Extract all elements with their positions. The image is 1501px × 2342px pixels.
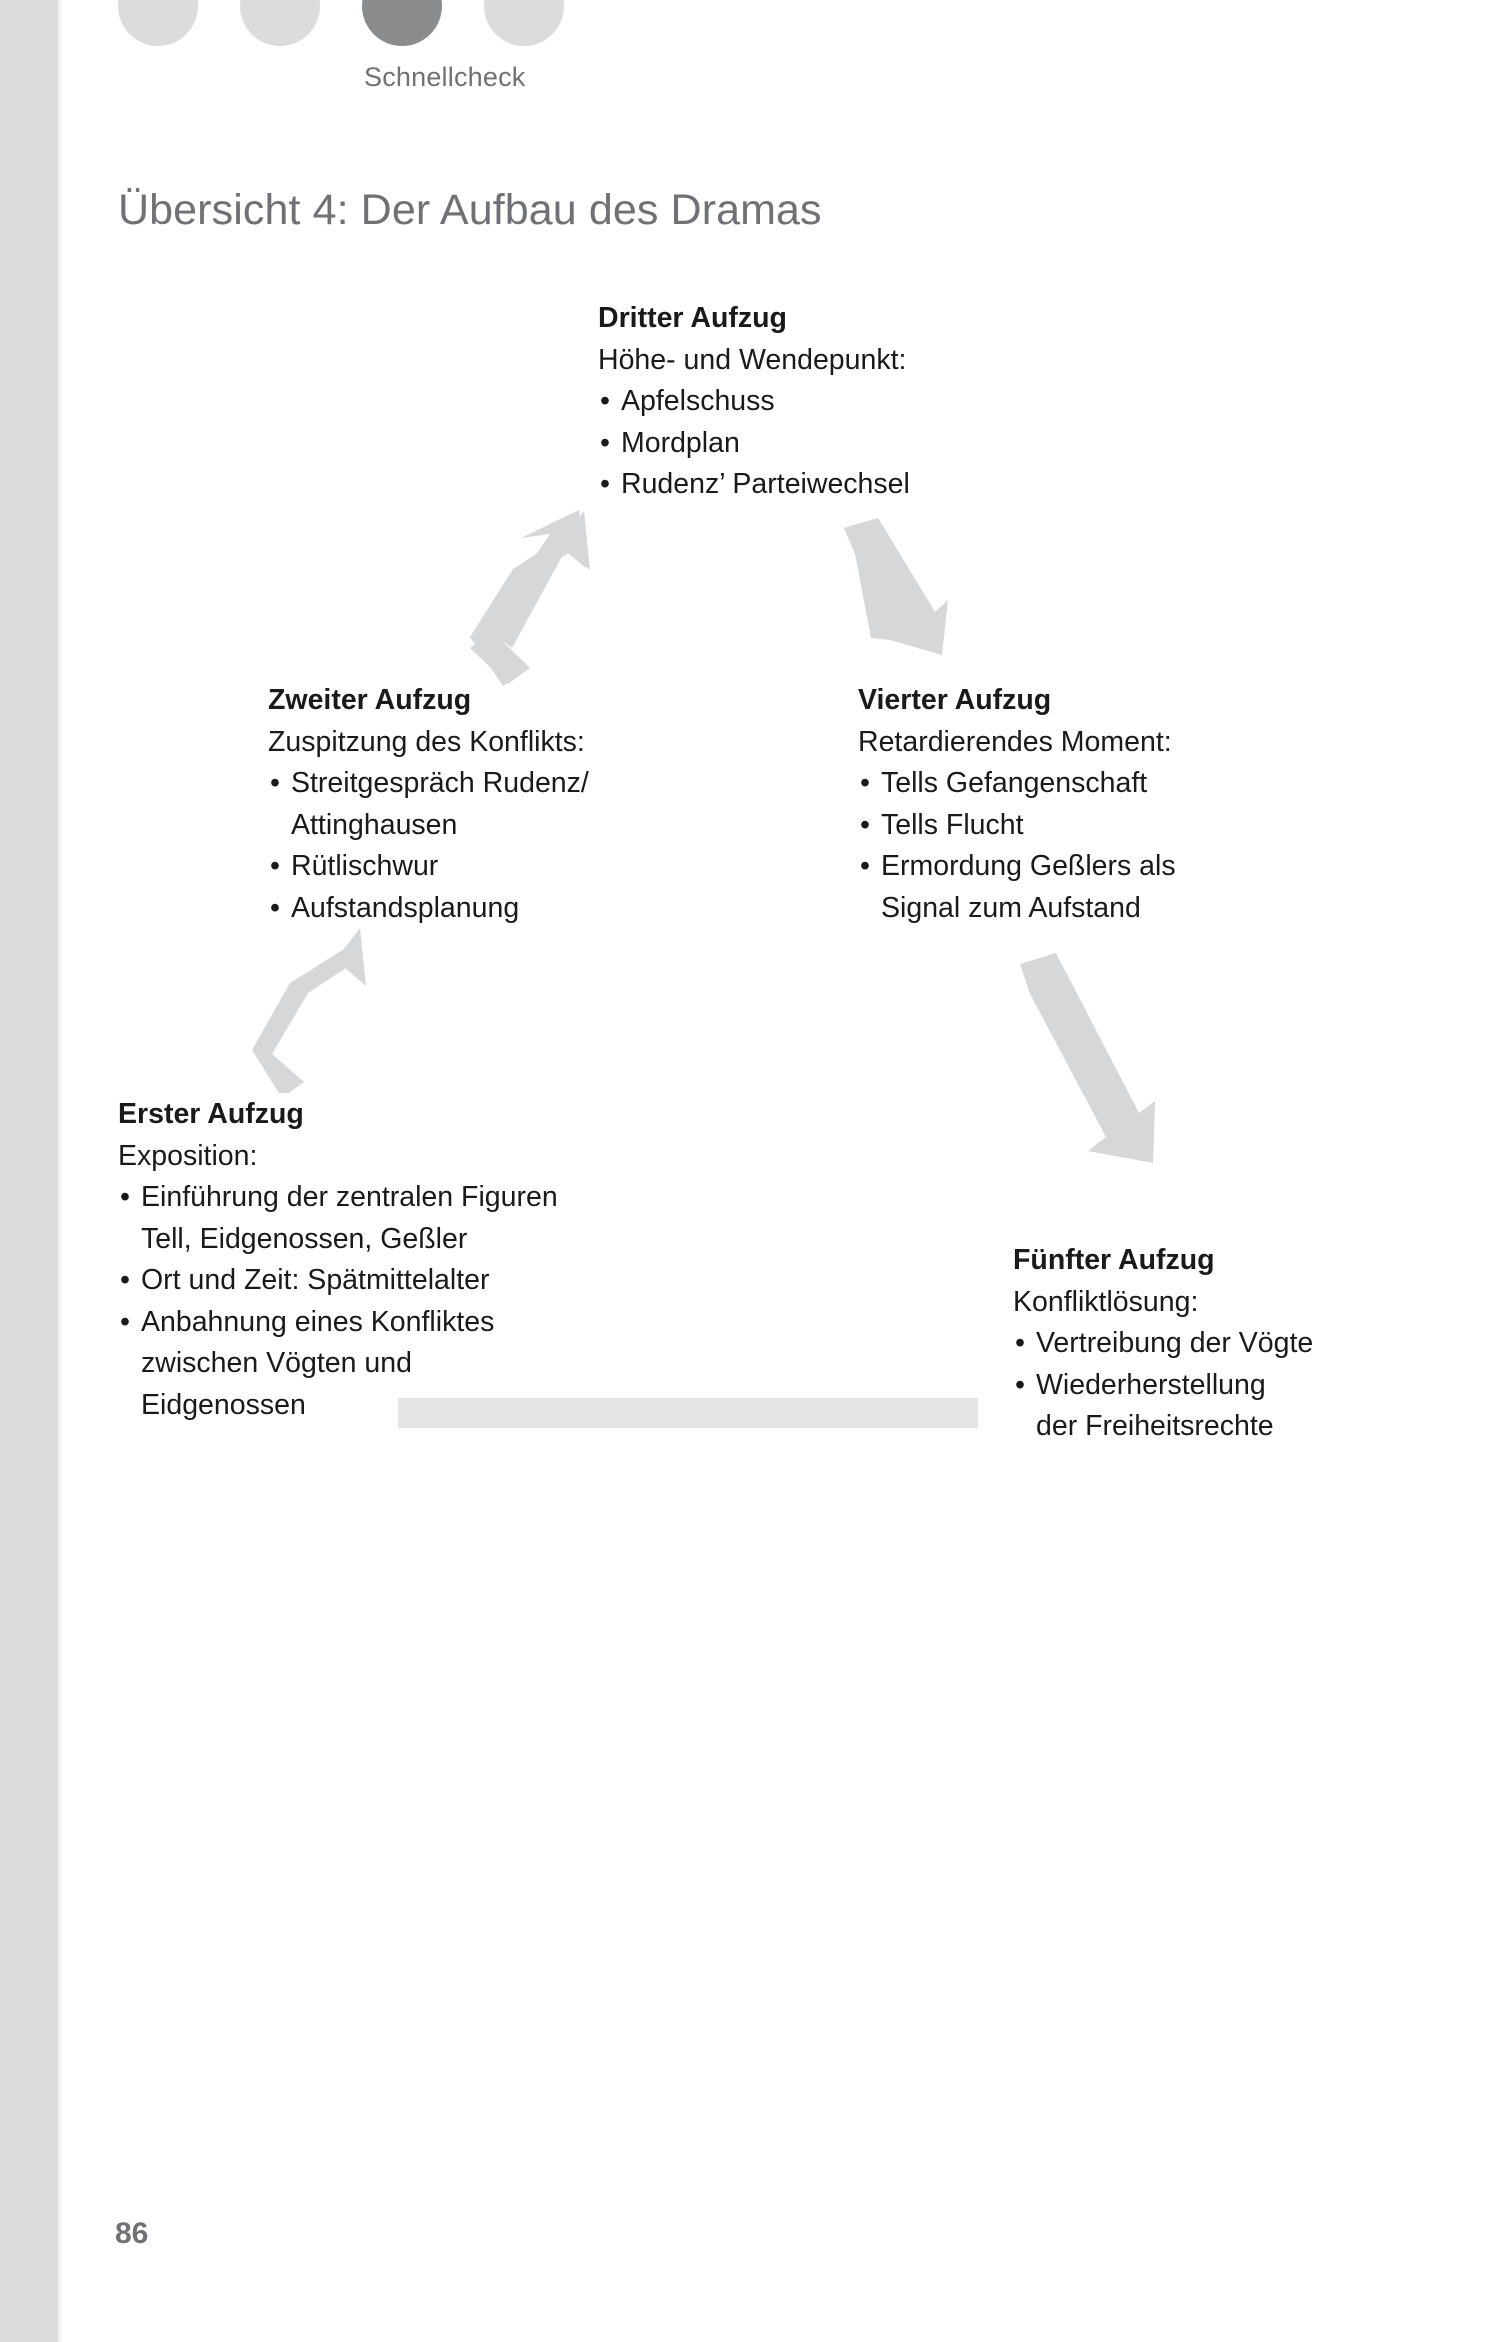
list-item: Aufstandsplanung — [268, 888, 698, 930]
act-title: Dritter Aufzug — [598, 302, 787, 334]
chapter-dot-1-icon — [118, 0, 198, 46]
act-subtitle: Retardierendes Moment: — [858, 725, 1172, 758]
page-title: Übersicht 4: Der Aufbau des Dramas — [118, 185, 822, 234]
left-margin-divider — [58, 0, 61, 2342]
act-bullet-list: Streitgespräch Rudenz/Attinghausen Rütli… — [268, 763, 698, 929]
chapter-dot-2-icon — [240, 0, 320, 46]
list-item: Vertreibung der Vögte — [1013, 1323, 1433, 1365]
act-title: Fünfter Aufzug — [1013, 1244, 1215, 1276]
arrow-down-right-icon-act3-act4 — [838, 518, 1028, 693]
act-bullet-list: Tells Gefangenschaft Tells Flucht Ermord… — [858, 763, 1288, 929]
act-subtitle: Konfliktlösung: — [1013, 1285, 1199, 1318]
page-number: 86 — [115, 2217, 149, 2250]
arrow-down-right-icon-act4-act5 — [1008, 938, 1208, 1183]
act-block-vierter-aufzug: Vierter Aufzug Retardierendes Moment: Te… — [858, 680, 1288, 929]
act-block-zweiter-aufzug: Zweiter Aufzug Zuspitzung des Konflikts:… — [268, 680, 698, 929]
list-item: Mordplan — [598, 423, 1028, 465]
act-subtitle: Zuspitzung des Konflikts: — [268, 725, 585, 758]
arrow-up-right-icon-act1-act2 — [252, 928, 432, 1093]
list-item: Rudenz’ Parteiwechsel — [598, 464, 1028, 506]
act-block-dritter-aufzug: Dritter Aufzug Höhe- und Wendepunkt: Apf… — [598, 298, 1028, 506]
act-bullet-list: Vertreibung der Vögte Wiederherstellungd… — [1013, 1323, 1433, 1448]
chapter-dot-4-icon — [484, 0, 564, 46]
left-margin-strip — [0, 0, 58, 2342]
list-item: Ort und Zeit: Spätmittelalter — [118, 1260, 678, 1302]
list-item: Tells Flucht — [858, 805, 1288, 847]
list-item: Tells Gefangenschaft — [858, 763, 1288, 805]
act-block-erster-aufzug: Erster Aufzug Exposition: Einführung der… — [118, 1094, 678, 1426]
list-item: Streitgespräch Rudenz/Attinghausen — [268, 763, 698, 846]
act-title: Zweiter Aufzug — [268, 684, 472, 716]
act-title: Erster Aufzug — [118, 1098, 304, 1130]
section-label: Schnellcheck — [364, 62, 526, 92]
chapter-dot-indicator — [118, 0, 578, 50]
act-title: Vierter Aufzug — [858, 684, 1052, 716]
list-item: Apfelschuss — [598, 381, 1028, 423]
act-bullet-list: Apfelschuss Mordplan Rudenz’ Parteiwechs… — [598, 381, 1028, 506]
decorative-grey-bar — [398, 1398, 978, 1428]
act-subtitle: Exposition: — [118, 1139, 258, 1172]
act-subtitle: Höhe- und Wendepunkt: — [598, 343, 907, 376]
list-item: Rütlischwur — [268, 846, 698, 888]
arrow-up-right-icon-act2-act3 — [470, 508, 670, 693]
act-block-fuenfter-aufzug: Fünfter Aufzug Konfliktlösung: Vertreibu… — [1013, 1240, 1433, 1448]
chapter-dot-3-icon-active — [362, 0, 442, 46]
